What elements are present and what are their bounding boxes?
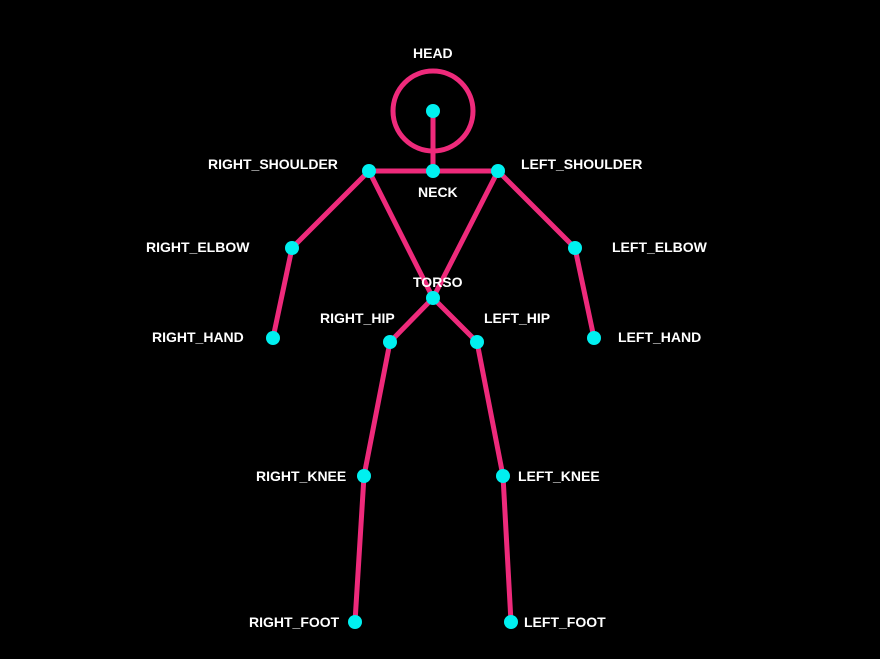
bone-left-elbow-to-left-hand — [572, 245, 597, 341]
bone-left-knee-to-left-foot — [500, 473, 514, 625]
joint-torso — [426, 291, 440, 305]
joint-left-hip — [470, 335, 484, 349]
neck-label: NECK — [418, 184, 458, 200]
bone-torso-to-right-hip — [387, 295, 436, 345]
right-foot-label: RIGHT_FOOT — [249, 614, 340, 630]
left-elbow-label: LEFT_ELBOW — [612, 239, 707, 255]
joint-left-hand — [587, 331, 601, 345]
left-shoulder-label: LEFT_SHOULDER — [521, 156, 643, 172]
joint-head — [426, 104, 440, 118]
left-foot-label: LEFT_FOOT — [524, 614, 606, 630]
joint-left-elbow — [568, 241, 582, 255]
bone-torso-to-left-hip — [430, 295, 480, 345]
joint-left-knee — [496, 469, 510, 483]
head-outline — [390, 68, 476, 154]
right-elbow-label: RIGHT_ELBOW — [146, 239, 250, 255]
head-label: HEAD — [413, 45, 453, 61]
left-hip-label: LEFT_HIP — [484, 310, 551, 326]
joint-right-foot — [348, 615, 362, 629]
bone-right-shoulder-to-torso — [366, 168, 436, 301]
joint-right-hand — [266, 331, 280, 345]
left-knee-label: LEFT_KNEE — [518, 468, 600, 484]
right-hand-label: RIGHT_HAND — [152, 329, 244, 345]
joint-left-shoulder — [491, 164, 505, 178]
joint-right-hip — [383, 335, 397, 349]
joint-right-elbow — [285, 241, 299, 255]
joint-left-foot — [504, 615, 518, 629]
bone-left-shoulder-to-left-elbow — [495, 168, 578, 251]
bone-right-elbow-to-right-hand — [270, 245, 295, 341]
bone-left-shoulder-to-torso — [430, 168, 501, 301]
bone-right-knee-to-right-foot — [352, 473, 367, 625]
bone-right-hip-to-right-knee — [361, 339, 393, 479]
bone-left-hip-to-left-knee — [474, 339, 506, 479]
joint-right-shoulder — [362, 164, 376, 178]
joint-neck — [426, 164, 440, 178]
right-hip-label: RIGHT_HIP — [320, 310, 395, 326]
bone-right-shoulder-to-right-elbow — [289, 168, 372, 251]
left-hand-label: LEFT_HAND — [618, 329, 702, 345]
torso-label: TORSO — [413, 274, 463, 290]
bones-layer — [270, 108, 597, 625]
right-shoulder-label: RIGHT_SHOULDER — [208, 156, 338, 172]
joints-layer — [266, 104, 601, 629]
joint-right-knee — [357, 469, 371, 483]
right-knee-label: RIGHT_KNEE — [256, 468, 347, 484]
